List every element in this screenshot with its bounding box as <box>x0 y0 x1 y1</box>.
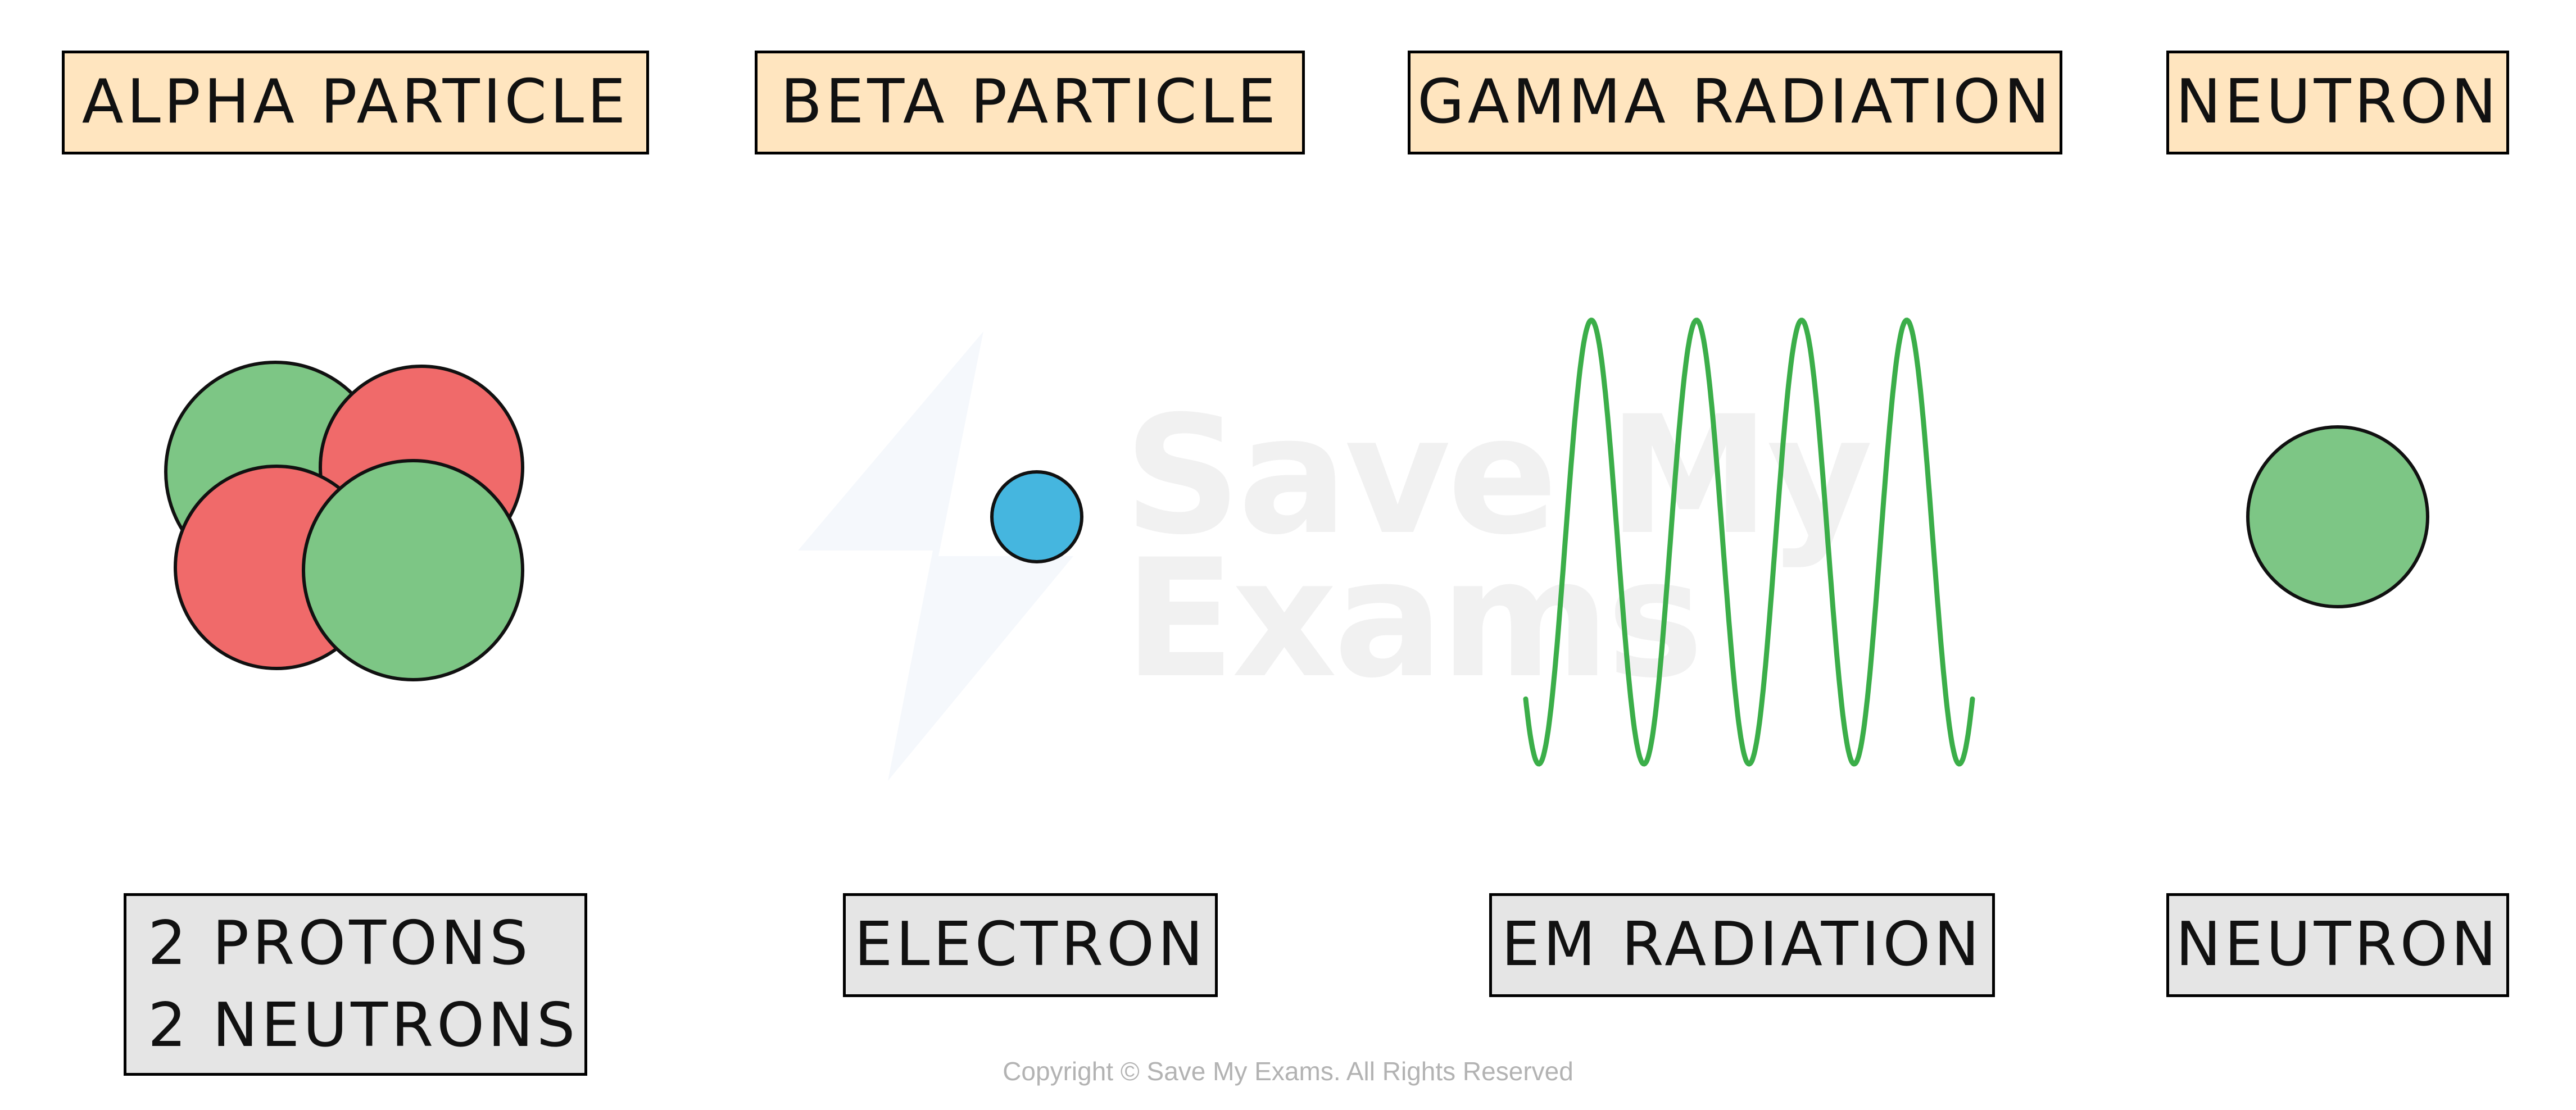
beta-particle-title-text: BETA PARTICLE <box>780 67 1280 138</box>
neutron-particle <box>2246 425 2429 608</box>
watermark-line-2: Exams <box>1124 525 1704 715</box>
alpha-particle-title: ALPHA PARTICLE <box>62 51 649 154</box>
beta-electron <box>990 470 1083 563</box>
gamma-em-wave <box>1523 317 1975 767</box>
neutron-title: NEUTRON <box>2166 51 2509 154</box>
neutron-composition-box: NEUTRON <box>2166 893 2509 997</box>
alpha-composition-line-2: 2 NEUTRONS <box>148 990 579 1061</box>
gamma-composition-text: EM RADIATION <box>1501 909 1983 980</box>
neutron-title-text: NEUTRON <box>2175 67 2500 138</box>
alpha-composition-line-1: 2 PROTONS <box>148 908 532 979</box>
beta-composition-text: ELECTRON <box>854 909 1207 980</box>
beta-particle-title: BETA PARTICLE <box>755 51 1305 154</box>
neutron-composition-text: NEUTRON <box>2175 909 2500 980</box>
alpha-particle-nucleus <box>164 361 524 681</box>
gamma-composition-box: EM RADIATION <box>1489 893 1995 997</box>
alpha-composition-box: 2 PROTONS 2 NEUTRONS <box>124 893 587 1076</box>
gamma-radiation-title: GAMMA RADIATION <box>1408 51 2062 154</box>
copyright-notice: Copyright © Save My Exams. All Rights Re… <box>1003 1057 1573 1086</box>
watermark-line-1: Save My <box>1124 381 1873 571</box>
alpha-particle-title-text: ALPHA PARTICLE <box>81 67 629 138</box>
beta-composition-box: ELECTRON <box>843 893 1218 997</box>
alpha-neutron-front <box>302 459 524 681</box>
gamma-radiation-title-text: GAMMA RADIATION <box>1417 67 2053 138</box>
watermark-text: Save My Exams <box>1124 381 1873 715</box>
